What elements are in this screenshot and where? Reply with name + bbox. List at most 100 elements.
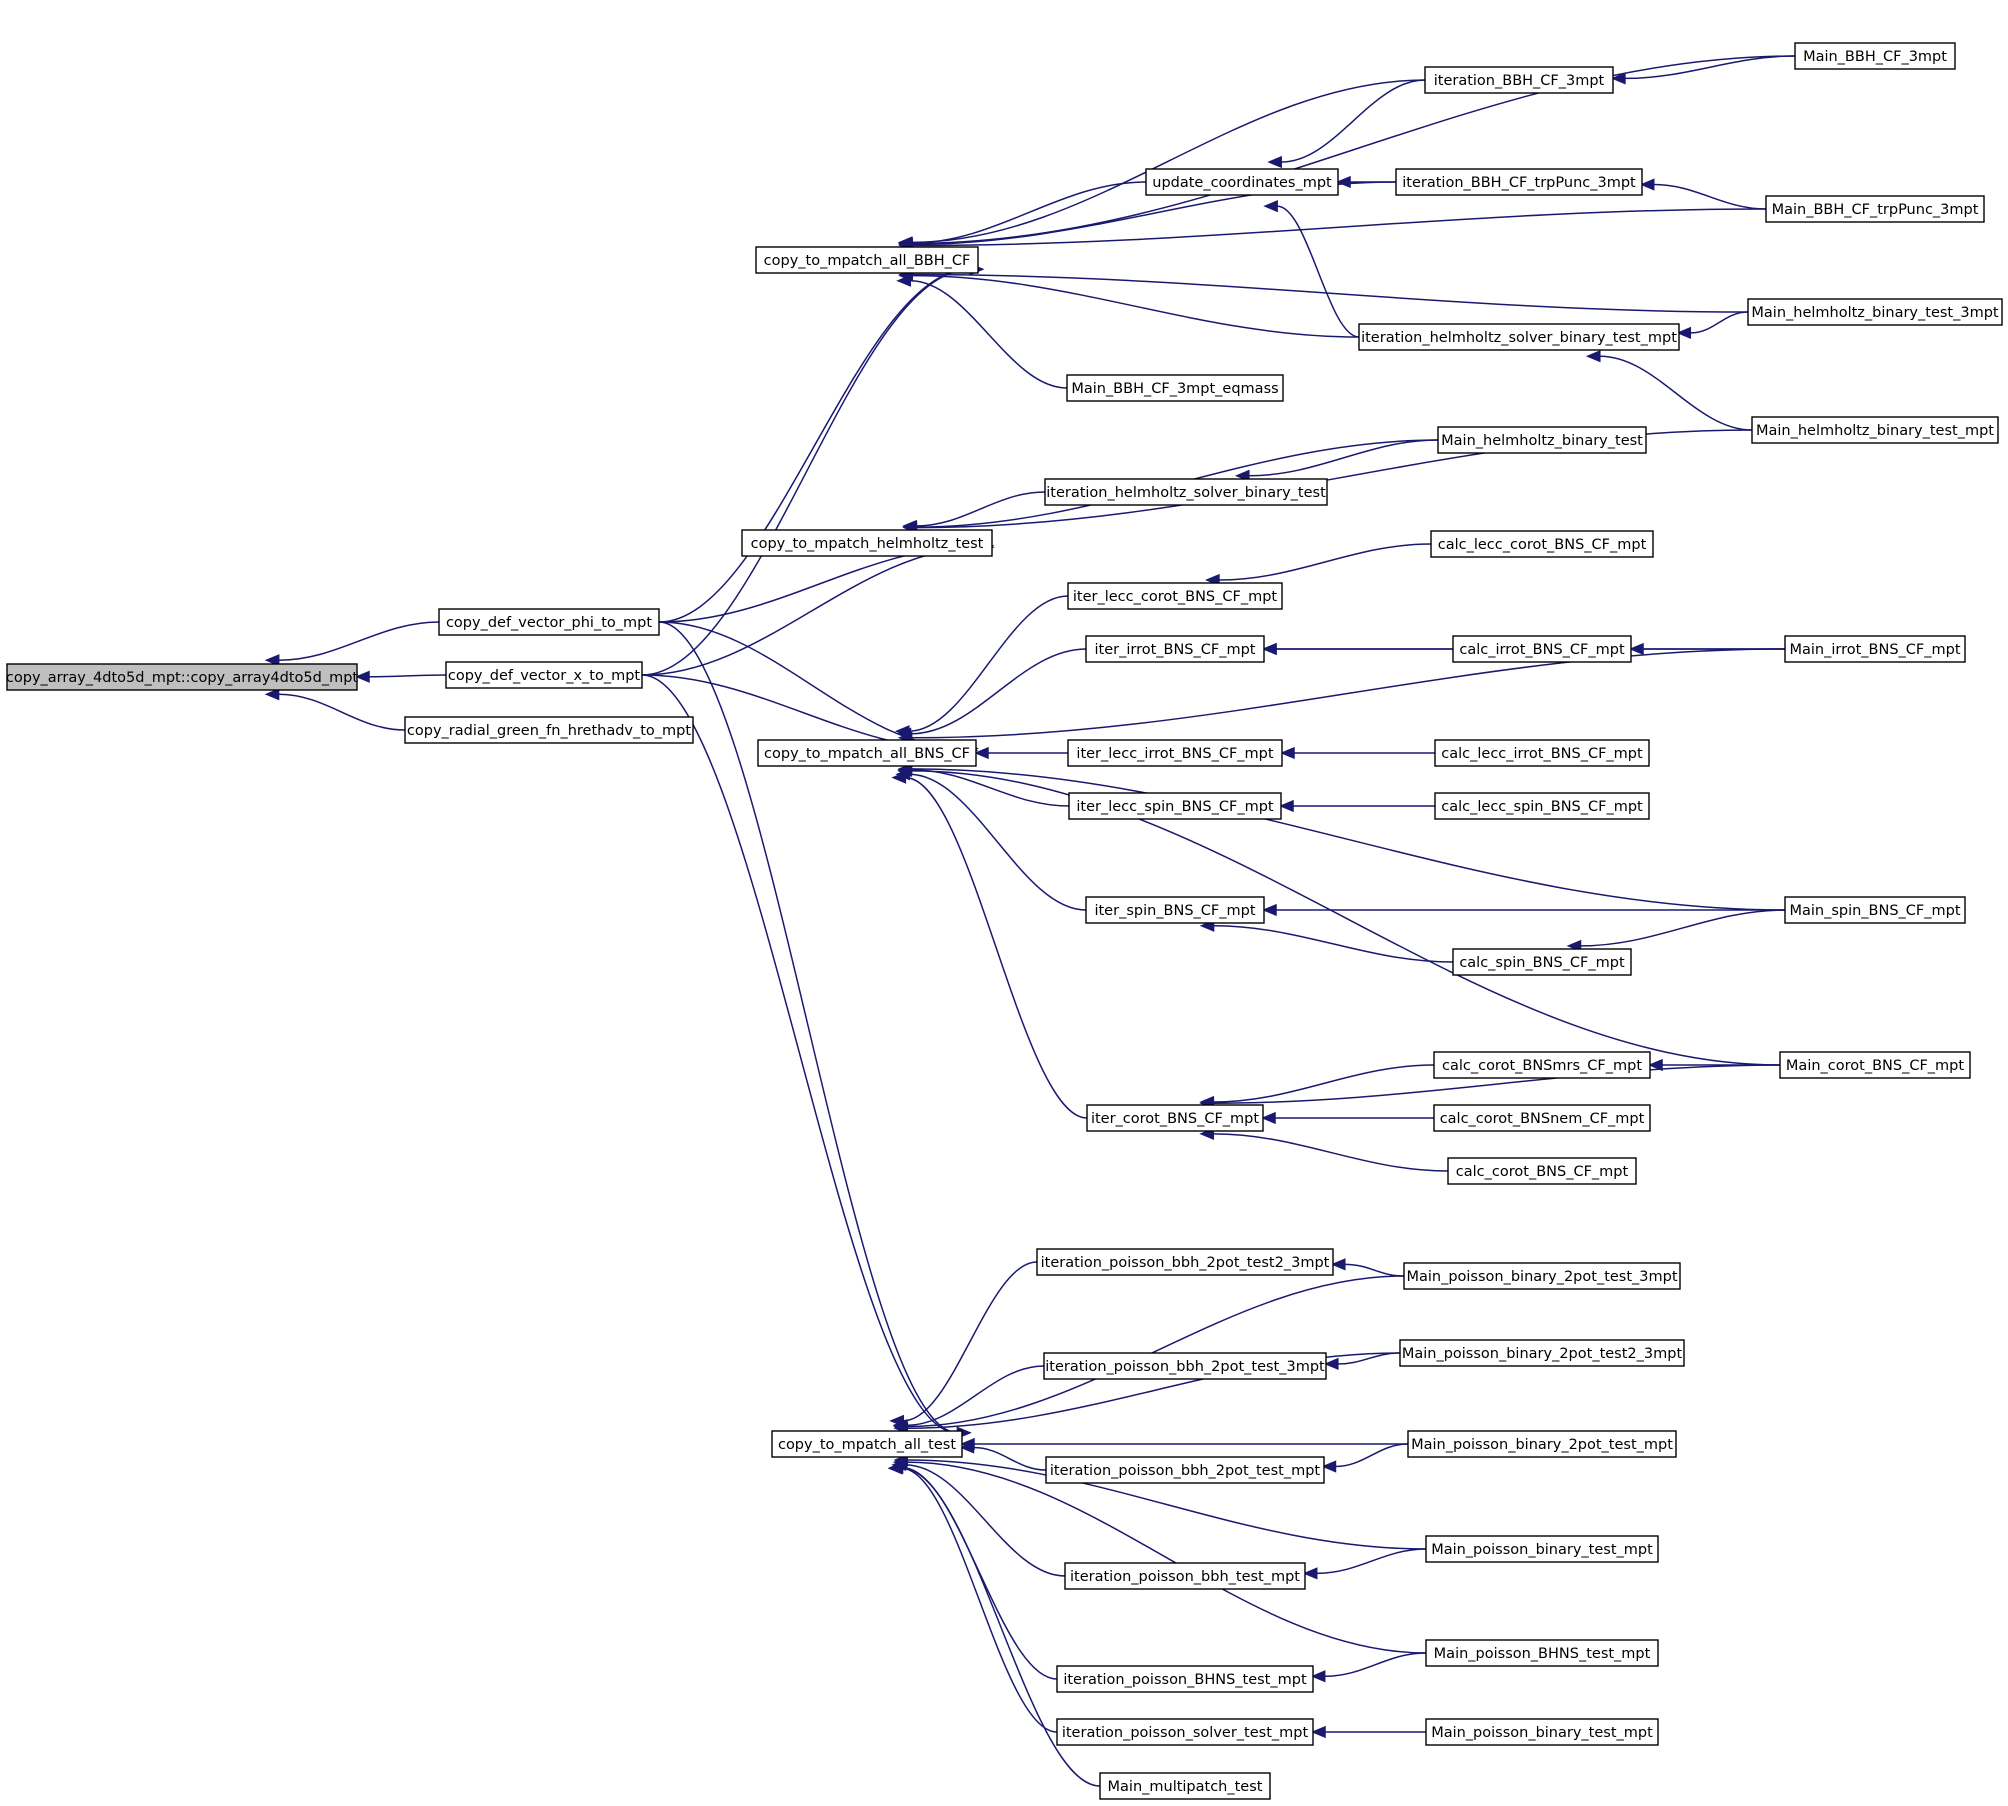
node-box[interactable] (1403, 1262, 1681, 1290)
node-chelm[interactable]: copy_to_mpatch_helmholtz_test (741, 529, 993, 557)
node-box[interactable] (1433, 1104, 1651, 1132)
node-ip2t2[interactable]: iteration_poisson_bbh_2pot_test2_3mpt (1036, 1248, 1334, 1276)
node-mhb[interactable]: Main_helmholtz_binary_test (1437, 426, 1647, 454)
node-box[interactable] (1086, 1104, 1264, 1132)
node-box[interactable] (1425, 1535, 1659, 1563)
node-box[interactable] (1434, 739, 1650, 767)
node-box[interactable] (741, 529, 993, 557)
node-box[interactable] (1067, 582, 1283, 610)
node-box[interactable] (755, 246, 979, 274)
node-box[interactable] (1399, 1339, 1685, 1367)
edge-clcc-to-ilcc (1204, 543, 1432, 587)
node-box[interactable] (1794, 42, 1956, 70)
node-box[interactable] (1085, 635, 1265, 663)
node-ipst[interactable]: iteration_poisson_solver_test_mpt (1056, 1718, 1314, 1746)
node-box[interactable] (1447, 1157, 1637, 1185)
node-ilcc[interactable]: iter_lecc_corot_BNS_CF_mpt (1067, 582, 1283, 610)
node-box[interactable] (1424, 66, 1614, 94)
node-ithb[interactable]: iteration_helmholtz_solver_binary_test (1044, 478, 1328, 506)
node-cdvx[interactable]: copy_def_vector_x_to_mpt (445, 661, 643, 689)
node-cbns[interactable]: copy_to_mpatch_all_BNS_CF (757, 739, 977, 767)
node-box[interactable] (1056, 1718, 1314, 1746)
node-box[interactable] (438, 608, 660, 636)
node-box[interactable] (1430, 530, 1654, 558)
node-box[interactable] (1085, 896, 1265, 924)
node-clci[interactable]: calc_lecc_irrot_BNS_CF_mpt (1434, 739, 1650, 767)
node-mp2t3[interactable]: Main_poisson_binary_2pot_test_3mpt (1403, 1262, 1681, 1290)
node-box[interactable] (1434, 792, 1650, 820)
node-mtrp[interactable]: Main_BBH_CF_trpPunc_3mpt (1765, 195, 1985, 223)
node-cirr[interactable]: calc_irrot_BNS_CF_mpt (1452, 635, 1632, 663)
node-cdvphi[interactable]: copy_def_vector_phi_to_mpt (438, 608, 660, 636)
node-box[interactable] (404, 716, 694, 744)
node-mhmpt[interactable]: Main_helmholtz_binary_test_mpt (1751, 416, 1999, 444)
node-mpbt2[interactable]: Main_poisson_binary_test_mpt (1425, 1718, 1659, 1746)
node-ccorot[interactable]: calc_corot_BNS_CF_mpt (1447, 1157, 1637, 1185)
node-root[interactable]: copy_array_4dto5d_mpt::copy_array4dto5d_… (6, 663, 358, 691)
node-box[interactable] (445, 661, 643, 689)
node-ipbhns[interactable]: iteration_poisson_BHNS_test_mpt (1056, 1665, 1314, 1693)
node-box[interactable] (6, 663, 358, 691)
node-box[interactable] (1425, 1639, 1659, 1667)
node-box[interactable] (771, 1430, 963, 1458)
node-box[interactable] (1099, 1772, 1271, 1800)
node-cspin[interactable]: calc_spin_BNS_CF_mpt (1452, 948, 1632, 976)
node-ittrp[interactable]: iteration_BBH_CF_trpPunc_3mpt (1395, 168, 1643, 196)
node-clcs[interactable]: calc_lecc_spin_BNS_CF_mpt (1434, 792, 1650, 820)
node-icorot[interactable]: iter_corot_BNS_CF_mpt (1086, 1104, 1264, 1132)
node-mspin[interactable]: Main_spin_BNS_CF_mpt (1784, 896, 1966, 924)
node-ipbbh[interactable]: iteration_poisson_bbh_test_mpt (1064, 1562, 1306, 1590)
node-mirr[interactable]: Main_irrot_BNS_CF_mpt (1784, 635, 1966, 663)
node-box[interactable] (1066, 374, 1284, 402)
node-box[interactable] (1064, 1562, 1306, 1590)
node-mbbh[interactable]: Main_BBH_CF_3mpt (1794, 42, 1956, 70)
node-box[interactable] (1452, 948, 1632, 976)
node-box[interactable] (1395, 168, 1643, 196)
node-ilcs[interactable]: iter_lecc_spin_BNS_CF_mpt (1068, 792, 1282, 820)
node-upd[interactable]: update_coordinates_mpt (1145, 168, 1339, 196)
node-box[interactable] (1437, 426, 1647, 454)
node-box[interactable] (1044, 478, 1328, 506)
node-box[interactable] (1407, 1430, 1677, 1458)
node-box[interactable] (1067, 739, 1283, 767)
node-iirr[interactable]: iter_irrot_BNS_CF_mpt (1085, 635, 1265, 663)
node-box[interactable] (1043, 1352, 1327, 1380)
node-box[interactable] (1452, 635, 1632, 663)
node-mbhns[interactable]: Main_poisson_BHNS_test_mpt (1425, 1639, 1659, 1667)
node-mcorot[interactable]: Main_corot_BNS_CF_mpt (1779, 1051, 1971, 1079)
node-box[interactable] (1779, 1051, 1971, 1079)
node-box[interactable] (1765, 195, 1985, 223)
node-box[interactable] (1036, 1248, 1334, 1276)
node-box[interactable] (1751, 416, 1999, 444)
node-ithmpt[interactable]: iteration_helmholtz_solver_binary_test_m… (1358, 323, 1680, 351)
node-cbbh[interactable]: copy_to_mpatch_all_BBH_CF (755, 246, 979, 274)
node-crg[interactable]: copy_radial_green_fn_hrethadv_to_mpt (404, 716, 694, 744)
node-ispin[interactable]: iter_spin_BNS_CF_mpt (1085, 896, 1265, 924)
node-mmpt[interactable]: Main_multipatch_test (1099, 1772, 1271, 1800)
node-box[interactable] (1045, 1456, 1325, 1484)
node-ccmrs[interactable]: calc_corot_BNSmrs_CF_mpt (1433, 1051, 1651, 1079)
node-box[interactable] (1056, 1665, 1314, 1693)
node-box[interactable] (1358, 323, 1680, 351)
node-ccnem[interactable]: calc_corot_BNSnem_CF_mpt (1433, 1104, 1651, 1132)
node-box[interactable] (1145, 168, 1339, 196)
node-box[interactable] (1068, 792, 1282, 820)
node-itbbh[interactable]: iteration_BBH_CF_3mpt (1424, 66, 1614, 94)
node-mh3[interactable]: Main_helmholtz_binary_test_3mpt (1747, 298, 2003, 326)
edge-cdvx-to-cbbh (641, 263, 985, 676)
node-mp2t23[interactable]: Main_poisson_binary_2pot_test2_3mpt (1399, 1339, 1685, 1367)
node-mpbt1[interactable]: Main_poisson_binary_test_mpt (1425, 1535, 1659, 1563)
node-ip2t3[interactable]: iteration_poisson_bbh_2pot_test_3mpt (1043, 1352, 1327, 1380)
node-box[interactable] (1433, 1051, 1651, 1079)
node-ip2tm[interactable]: iteration_poisson_bbh_2pot_test_mpt (1045, 1456, 1325, 1484)
node-clcc[interactable]: calc_lecc_corot_BNS_CF_mpt (1430, 530, 1654, 558)
node-box[interactable] (1425, 1718, 1659, 1746)
node-box[interactable] (757, 739, 977, 767)
node-box[interactable] (1747, 298, 2003, 326)
node-ctest[interactable]: copy_to_mpatch_all_test (771, 1430, 963, 1458)
node-ilci[interactable]: iter_lecc_irrot_BNS_CF_mpt (1067, 739, 1283, 767)
node-mp2tm[interactable]: Main_poisson_binary_2pot_test_mpt (1407, 1430, 1677, 1458)
node-box[interactable] (1784, 896, 1966, 924)
node-meq[interactable]: Main_BBH_CF_3mpt_eqmass (1066, 374, 1284, 402)
node-box[interactable] (1784, 635, 1966, 663)
